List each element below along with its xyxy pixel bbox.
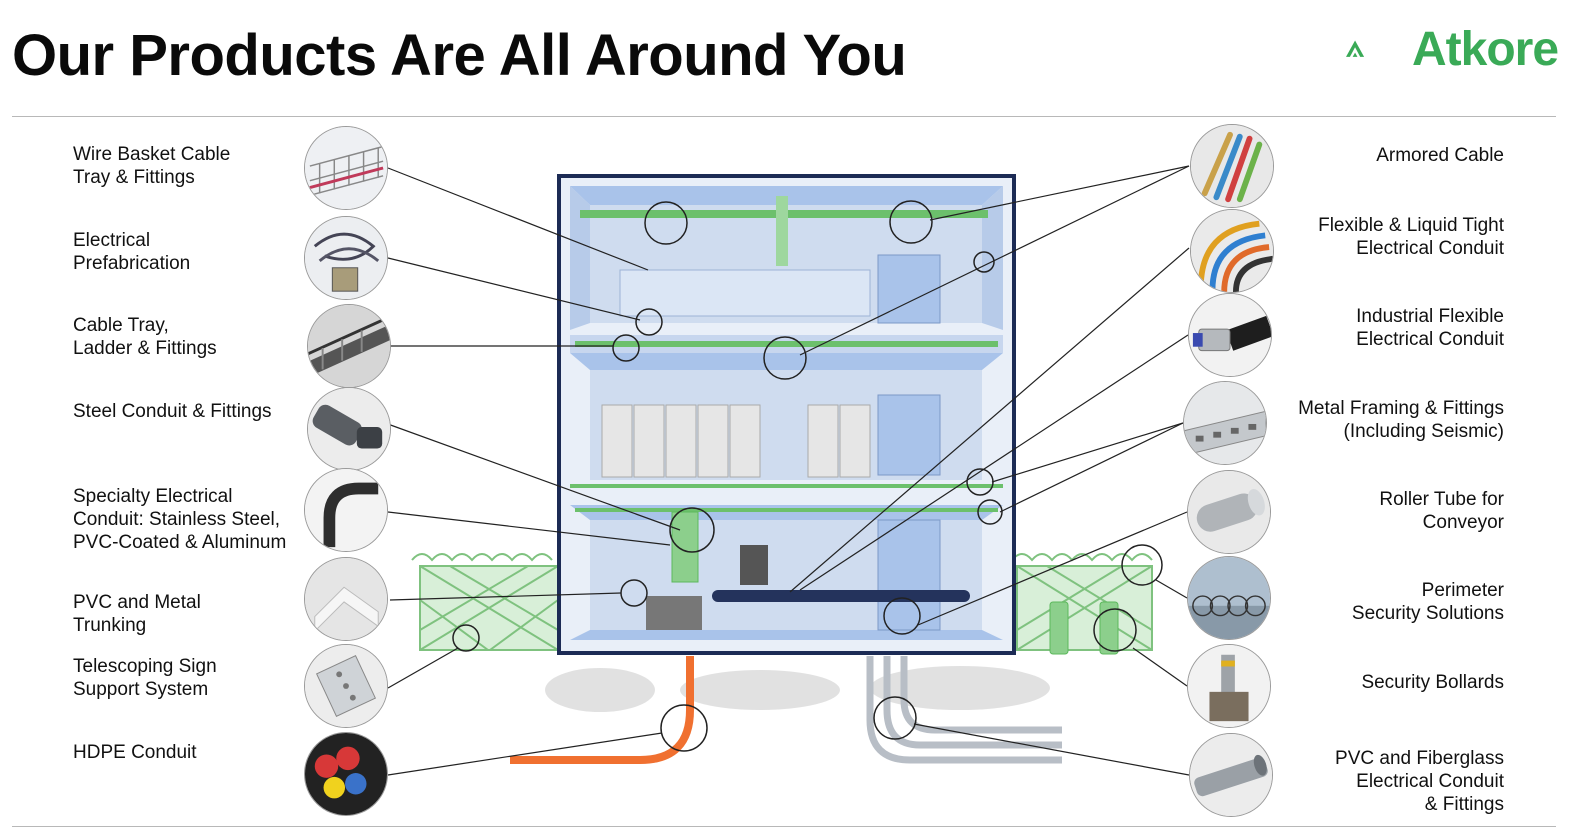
footer-divider — [12, 826, 1556, 827]
label-hdpe-conduit: HDPE Conduit — [73, 742, 197, 763]
brand-name: Atkore — [1412, 23, 1559, 76]
right-fence — [1011, 553, 1153, 651]
label-telescoping-sign-support: Telescoping Sign Support System — [73, 656, 217, 700]
label-steel-conduit: Steel Conduit & Fittings — [73, 401, 272, 422]
steel-conduit-icon — [307, 387, 391, 471]
callout-circles — [452, 200, 1163, 752]
label-perimeter-security: Perimeter Security Solutions — [1351, 580, 1504, 624]
hdpe-conduit-icon — [304, 732, 388, 816]
pvc-conduit-icon — [1189, 733, 1273, 817]
label-industrial-flexible: Industrial Flexible Electrical Conduit — [1356, 306, 1504, 350]
label-roller-tube: Roller Tube for Conveyor — [1379, 489, 1504, 533]
page-title: Our Products Are All Around You — [12, 23, 907, 88]
floor-2 — [570, 335, 1003, 488]
building-frame — [557, 174, 1016, 655]
callout-lines — [384, 165, 1190, 776]
bollard-icon — [1187, 644, 1271, 728]
header-divider — [12, 116, 1556, 117]
razor-wire-icon — [1187, 556, 1271, 640]
industrial-flex-icon — [1188, 293, 1272, 377]
pvc-conduit-run — [866, 656, 1062, 764]
label-electrical-prefabrication: Electrical Prefabrication — [73, 230, 191, 274]
label-flexible-liquid-tight: Flexible & Liquid Tight Electrical Condu… — [1318, 215, 1504, 259]
hdpe-conduit-run — [510, 656, 694, 764]
roller-tube-icon — [1187, 470, 1271, 554]
prefab-cable-icon — [304, 216, 388, 300]
wire-basket-icon — [304, 126, 388, 210]
label-wire-basket-cable-tray: Wire Basket Cable Tray & Fittings — [73, 144, 231, 188]
left-fence — [411, 553, 559, 651]
label-pvc-fiberglass-conduit: PVC and Fiberglass Electrical Conduit & … — [1335, 748, 1504, 815]
label-pvc-metal-trunking: PVC and Metal Trunking — [73, 592, 201, 636]
elbow-conduit-icon — [304, 468, 388, 552]
floor-3 — [570, 186, 1003, 330]
cable-tray-icon — [307, 304, 391, 388]
ground-gravel — [545, 666, 1050, 712]
metal-framing-icon — [1183, 381, 1267, 465]
label-metal-framing: Metal Framing & Fittings (Including Seis… — [1298, 398, 1504, 442]
sign-post-icon — [304, 644, 388, 728]
label-cable-tray-ladder: Cable Tray, Ladder & Fittings — [73, 315, 217, 359]
floor-1 — [570, 505, 1003, 640]
armored-cable-icon — [1190, 124, 1274, 208]
trunking-icon — [304, 557, 388, 641]
label-specialty-conduit: Specialty Electrical Conduit: Stainless … — [73, 486, 287, 553]
flexible-conduit-icon — [1190, 209, 1274, 293]
bollards — [1049, 601, 1119, 655]
label-armored-cable: Armored Cable — [1376, 145, 1504, 166]
label-security-bollards: Security Bollards — [1361, 672, 1504, 693]
